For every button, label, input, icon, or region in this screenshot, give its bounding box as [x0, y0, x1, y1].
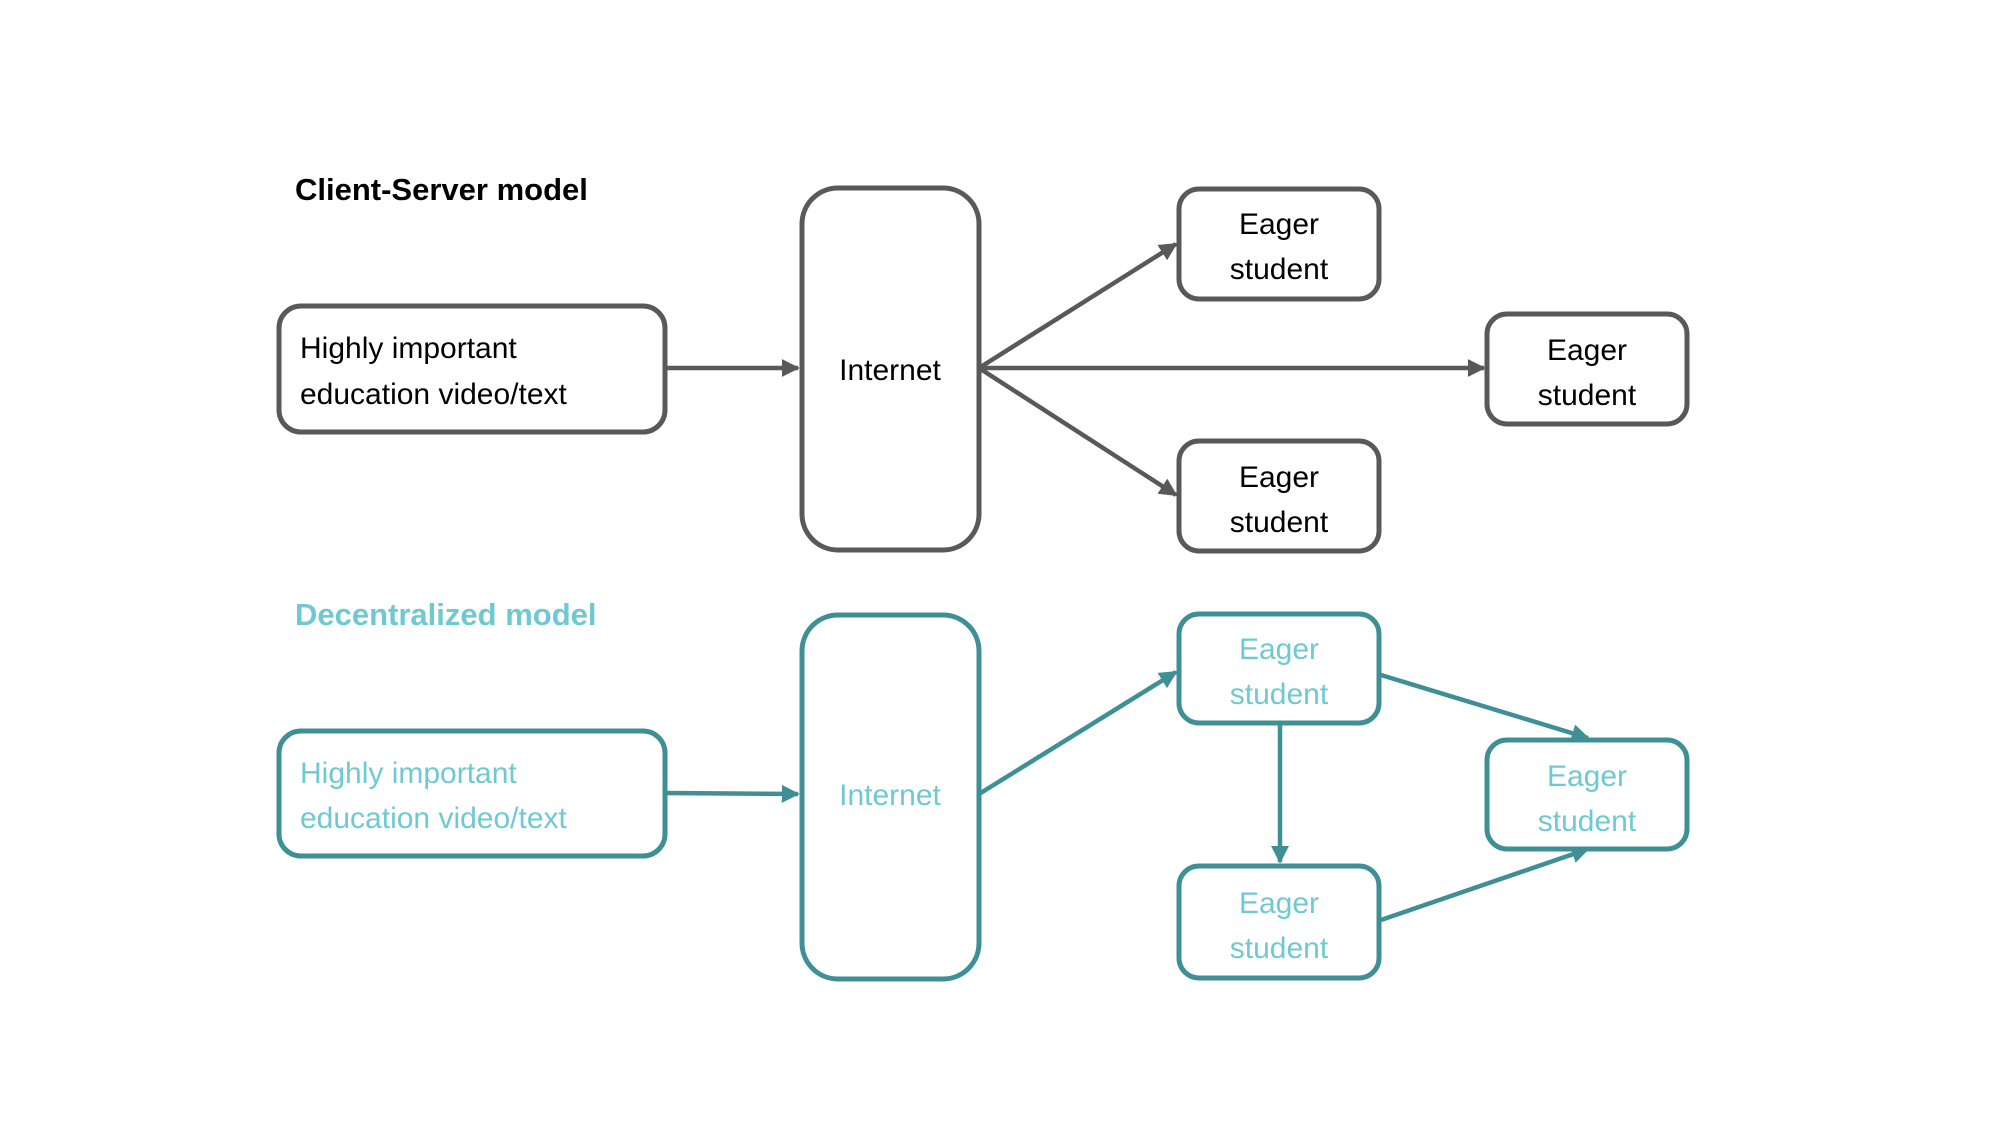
- student-node-1: Eager student: [1176, 611, 1382, 726]
- student-1-label-line-1: Eager: [1239, 208, 1319, 241]
- edge-internet-to-student-1: [977, 670, 1178, 796]
- decentralized-section: Decentralized model Highly important edu…: [276, 597, 1690, 982]
- edge-internet-to-student-1: [977, 242, 1178, 370]
- edge-source-to-internet: [664, 784, 800, 803]
- student-3-label-line-2: student: [1538, 805, 1637, 838]
- student-2-label-line-1: Eager: [1547, 334, 1627, 367]
- edge-student-1-to-student-3: [1380, 672, 1590, 742]
- client-server-title: Client-Server model: [295, 172, 588, 207]
- student-node-3: Eager student: [1176, 438, 1382, 554]
- student-2-label-line-2: student: [1538, 379, 1637, 412]
- student-1-label-line-2: student: [1230, 253, 1329, 286]
- student-2-label-line-2: student: [1230, 932, 1329, 965]
- student-1-label-line-1: Eager: [1239, 633, 1319, 666]
- student-node-2: Eager student: [1484, 311, 1690, 427]
- edge-internet-to-student-3: [977, 366, 1178, 497]
- student-node-1: Eager student: [1176, 186, 1382, 302]
- internet-node: Internet: [799, 612, 982, 982]
- source-node: Highly important education video/text: [276, 303, 668, 435]
- student-3-label-line-1: Eager: [1547, 760, 1627, 793]
- internet-label: Internet: [839, 779, 941, 812]
- student-3-label-line-1: Eager: [1239, 461, 1319, 494]
- decentralized-title: Decentralized model: [295, 597, 596, 632]
- source-label-line-1: Highly important: [300, 332, 517, 365]
- student-2-label-line-1: Eager: [1239, 887, 1319, 920]
- student-3-label-line-2: student: [1230, 506, 1329, 539]
- internet-label: Internet: [839, 354, 941, 387]
- edge-student-2-to-student-3: [1380, 845, 1590, 923]
- source-label-line-2: education video/text: [300, 802, 568, 835]
- client-server-section: Client-Server model Highly important edu…: [276, 172, 1690, 554]
- student-node-3: Eager student: [1484, 737, 1690, 852]
- student-node-2: Eager student: [1176, 863, 1382, 981]
- student-1-label-line-2: student: [1230, 678, 1329, 711]
- internet-node: Internet: [799, 185, 982, 553]
- source-label-line-2: education video/text: [300, 378, 568, 411]
- source-node: Highly important education video/text: [276, 728, 668, 859]
- source-label-line-1: Highly important: [300, 757, 517, 790]
